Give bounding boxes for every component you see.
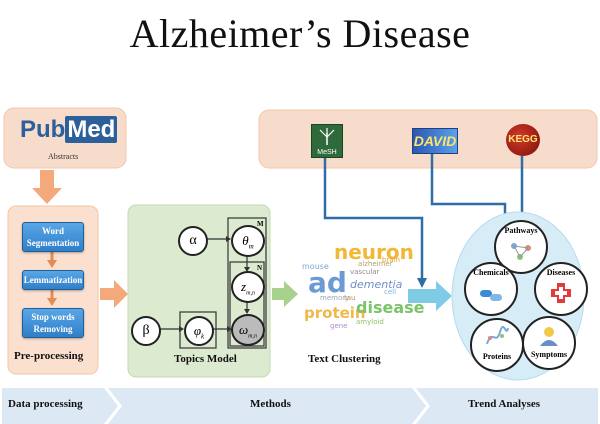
theta-sub: m	[248, 242, 254, 251]
preprocess-to-model-arrow	[100, 280, 128, 308]
medical-cross-icon	[551, 283, 571, 303]
pathways-icon	[511, 243, 531, 260]
topics-model-label: Topics Model	[174, 353, 237, 365]
pubmed-logo-right: Med	[65, 116, 118, 143]
band-trend	[416, 388, 598, 424]
plate-n-label: N	[257, 264, 263, 272]
diagram-title: Alzheimer’s Disease	[129, 11, 471, 56]
band-methods	[108, 388, 426, 424]
theta-node: θm	[231, 225, 265, 257]
david-connector	[430, 152, 507, 222]
pubmed-logo-left: Pub	[20, 116, 66, 143]
z-node: zm,n	[231, 271, 265, 303]
pubmed-logo: PubMed	[20, 116, 118, 146]
theta-symbol: θm	[233, 227, 263, 261]
step-lemmatization: Lemmatization	[22, 270, 84, 290]
step-stop-words: Stop words Removing	[22, 308, 84, 338]
z-sub: m,n	[246, 290, 255, 297]
text-clustering-label: Text Clustering	[308, 353, 381, 365]
node-pathways-label: Pathways	[504, 226, 538, 235]
node-symptoms-label: Symptoms	[530, 350, 567, 359]
phi-char: φ	[193, 323, 202, 338]
word-tau: tau	[344, 294, 356, 302]
word-gene: gene	[330, 322, 348, 330]
band-data-processing	[2, 388, 118, 424]
mesh-logo: MeSH	[311, 124, 343, 158]
word-vascular: vascular	[350, 268, 380, 276]
node-chemicals: Chemicals	[464, 262, 518, 316]
model-to-cluster-arrow	[272, 281, 298, 307]
mesh-label: MeSH	[317, 149, 337, 156]
symptoms-icon	[540, 327, 558, 346]
word-ad: ad	[308, 266, 347, 299]
pubmed-caption: Abstracts	[48, 152, 79, 161]
word-dementia: dementia	[350, 278, 403, 291]
word-amyloid: amyloid	[356, 318, 384, 326]
kegg-logo: KEGG	[506, 124, 540, 156]
w-node: ωm,n	[231, 314, 265, 346]
node-diseases-label: Diseases	[546, 268, 576, 277]
david-logo: DAVID	[412, 128, 458, 154]
beta-symbol: β	[142, 323, 150, 338]
protein-icon	[486, 325, 509, 345]
step-3-line-1: Stop words	[31, 312, 75, 322]
preprocessing-label: Pre-processing	[14, 350, 84, 362]
z-char: z	[241, 279, 247, 294]
z-symbol: zm,n	[233, 273, 263, 308]
alpha-node: α	[178, 226, 208, 256]
word-mouse: mouse	[302, 262, 329, 271]
step-3-line-2: Removing	[33, 324, 73, 334]
node-proteins: Proteins	[470, 318, 524, 372]
node-symptoms: Symptoms	[522, 316, 576, 370]
word-brain: brain	[382, 256, 400, 264]
node-chemicals-label: Chemicals	[473, 268, 509, 277]
word-protein: protein	[304, 304, 366, 322]
band-methods-label: Methods	[250, 398, 291, 410]
band-data-processing-label: Data processing	[8, 398, 83, 410]
plate-m	[227, 217, 267, 349]
step-1-line-2: Segmentation	[26, 238, 80, 248]
word-cell: cell	[384, 288, 397, 296]
theta-char: θ	[242, 233, 249, 248]
node-diseases: Diseases	[534, 262, 588, 316]
mesh-connector	[323, 158, 424, 282]
step-2-line-1: Lemmatization	[23, 275, 83, 285]
capsule-icon	[480, 290, 502, 301]
word-disease: disease	[356, 298, 425, 317]
tree-icon	[319, 128, 335, 145]
step-word-segmentation: Word Segmentation	[22, 222, 84, 252]
phi-sub: k	[201, 332, 205, 341]
plate-m-label: M	[257, 220, 264, 228]
phi-node: φk	[184, 316, 214, 346]
word-alzheimer: alzheimer	[358, 260, 393, 268]
beta-node: β	[131, 316, 161, 346]
w-sub: m,n	[248, 333, 258, 340]
cluster-to-trend-arrow	[408, 281, 452, 311]
step-1-line-1: Word	[41, 226, 64, 236]
word-neuron: neuron	[334, 240, 414, 264]
word-cloud: neuron mouse ad vascular dementia alzhei…	[300, 236, 424, 336]
w-char: ω	[238, 322, 249, 337]
node-proteins-label: Proteins	[482, 352, 512, 361]
word-memory: memory	[320, 294, 350, 302]
band-trend-label: Trend Analyses	[468, 398, 541, 410]
alpha-symbol: α	[189, 233, 197, 248]
pubmed-down-arrow	[32, 170, 62, 204]
phi-symbol: φk	[186, 318, 212, 350]
w-symbol: ωm,n	[233, 316, 263, 351]
